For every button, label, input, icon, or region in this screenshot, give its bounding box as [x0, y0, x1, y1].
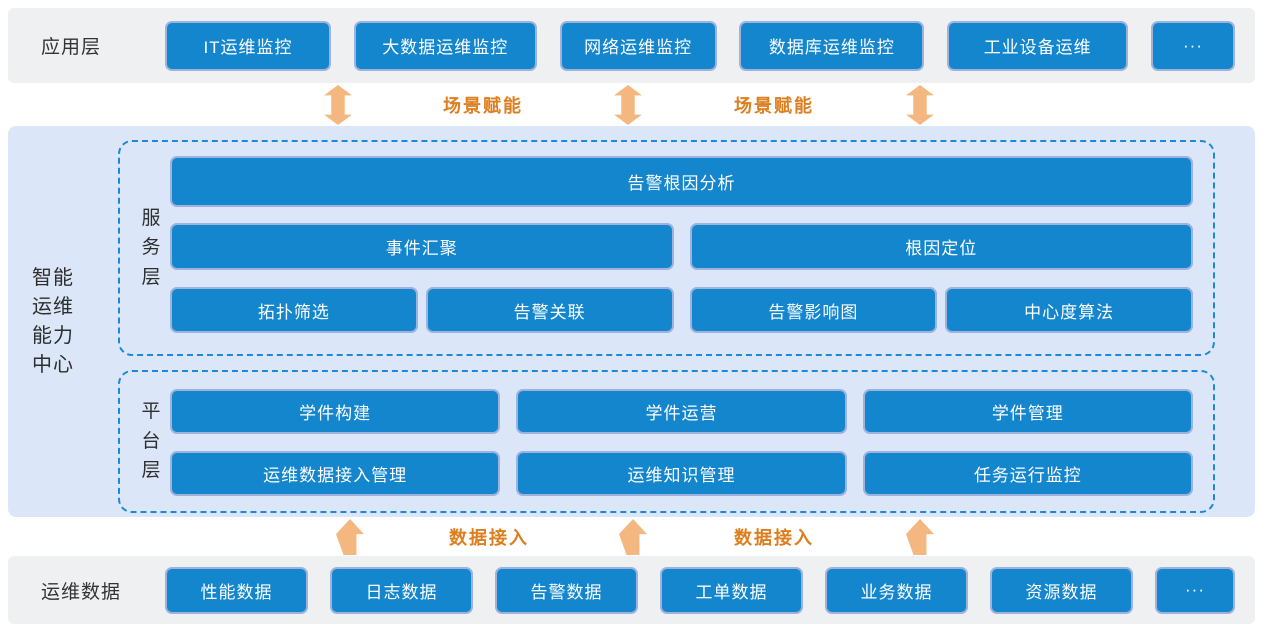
platform-row-1: 学件构建 学件运营 学件管理	[170, 389, 1193, 434]
service-label-char: 服	[141, 207, 161, 229]
service-row-3: 拓扑筛选 告警关联 告警影响图 中心度算法	[170, 287, 1193, 333]
ops-data-label: 运维数据	[41, 581, 122, 603]
node-centrality-algorithm: 中心度算法	[945, 287, 1193, 333]
scene-enable-label-1: 场景赋能	[443, 96, 523, 116]
bidirectional-arrow-icon	[614, 85, 642, 125]
capability-center-band: 智能 运维 能力 中心 服 务 层 告警根因分析 事件汇聚 根因定位	[8, 126, 1255, 517]
data-access-label-2: 数据接入	[734, 527, 814, 548]
node-performance-data: 性能数据	[165, 566, 308, 614]
service-layer-group: 服 务 层 告警根因分析 事件汇聚 根因定位 拓扑筛选 告警关联	[118, 140, 1215, 356]
node-bigdata-ops-monitoring: 大数据运维监控	[353, 20, 537, 71]
node-alarm-root-cause-analysis: 告警根因分析	[170, 156, 1193, 207]
node-root-cause-location: 根因定位	[689, 223, 1193, 270]
bidirectional-arrow-icon	[324, 85, 352, 125]
node-database-ops-monitoring: 数据库运维监控	[739, 20, 925, 71]
scene-enable-arrow-zone: 场景赋能 场景赋能	[0, 84, 1263, 126]
node-alarm-data: 告警数据	[495, 566, 638, 614]
node-learnware-build: 学件构建	[170, 389, 501, 434]
node-ticket-data: 工单数据	[660, 566, 803, 614]
platform-label-char: 层	[141, 460, 161, 482]
up-arrow-icon	[906, 519, 934, 555]
platform-layer-label: 平 台 层	[136, 372, 166, 511]
node-industrial-equipment-ops: 工业设备运维	[947, 20, 1129, 71]
scene-enable-label-2: 场景赋能	[734, 96, 814, 116]
title-line: 运维	[32, 295, 74, 318]
title-line: 能力	[32, 324, 74, 347]
service-row-2: 事件汇聚 根因定位	[170, 223, 1193, 270]
service-label-char: 层	[141, 266, 161, 288]
application-layer-label: 应用层	[41, 37, 102, 58]
capability-center-title: 智能 运维 能力 中心	[32, 126, 104, 517]
service-layer-label: 服 务 层	[136, 142, 166, 354]
bidirectional-arrow-icon	[906, 85, 934, 125]
ops-data-boxes: 性能数据 日志数据 告警数据 工单数据 业务数据 资源数据 ···	[165, 566, 1255, 614]
node-alarm-impact-graph: 告警影响图	[689, 287, 938, 333]
platform-label-char: 平	[141, 401, 161, 423]
node-alarm-correlation: 告警关联	[425, 287, 674, 333]
service-layer-content: 告警根因分析 事件汇聚 根因定位 拓扑筛选 告警关联 告警影响图 中心度算法	[170, 142, 1193, 333]
service-label-char: 务	[141, 237, 161, 259]
node-ops-knowledge-management: 运维知识管理	[516, 451, 847, 496]
data-access-label-1: 数据接入	[449, 527, 529, 548]
application-layer-boxes: IT运维监控 大数据运维监控 网络运维监控 数据库运维监控 工业设备运维 ···	[165, 20, 1255, 71]
node-business-data: 业务数据	[825, 566, 968, 614]
data-access-arrow-zone: 数据接入 数据接入	[0, 517, 1263, 556]
platform-label-char: 台	[141, 430, 161, 452]
node-task-run-monitoring: 任务运行监控	[862, 451, 1193, 496]
service-row-1: 告警根因分析	[170, 156, 1193, 207]
node-app-more-ellipsis: ···	[1150, 20, 1235, 71]
node-learnware-operation: 学件运营	[516, 389, 847, 434]
platform-layer-content: 学件构建 学件运营 学件管理 运维数据接入管理 运维知识管理 任务运行监控	[170, 372, 1193, 496]
ops-data-band: 运维数据 性能数据 日志数据 告警数据 工单数据 业务数据 资源数据 ···	[8, 556, 1255, 624]
node-it-ops-monitoring: IT运维监控	[165, 20, 331, 71]
title-line: 中心	[32, 353, 74, 376]
node-topology-filter: 拓扑筛选	[170, 287, 418, 333]
up-arrow-icon	[336, 519, 364, 555]
service-row-3-left: 拓扑筛选 告警关联	[170, 287, 674, 333]
application-layer-band: 应用层 IT运维监控 大数据运维监控 网络运维监控 数据库运维监控 工业设备运维…	[8, 8, 1255, 83]
title-line: 智能	[32, 266, 74, 289]
service-row-3-right: 告警影响图 中心度算法	[689, 287, 1193, 333]
node-log-data: 日志数据	[330, 566, 473, 614]
node-ops-data-access-management: 运维数据接入管理	[170, 451, 501, 496]
node-data-more-ellipsis: ···	[1155, 566, 1235, 614]
node-event-aggregation: 事件汇聚	[170, 223, 674, 270]
up-arrow-icon	[619, 519, 647, 555]
node-learnware-management: 学件管理	[862, 389, 1193, 434]
node-resource-data: 资源数据	[990, 566, 1133, 614]
platform-row-2: 运维数据接入管理 运维知识管理 任务运行监控	[170, 451, 1193, 496]
node-network-ops-monitoring: 网络运维监控	[559, 20, 717, 71]
platform-layer-group: 平 台 层 学件构建 学件运营 学件管理 运维数据接入管理 运维知识管理 任务运…	[118, 370, 1215, 513]
